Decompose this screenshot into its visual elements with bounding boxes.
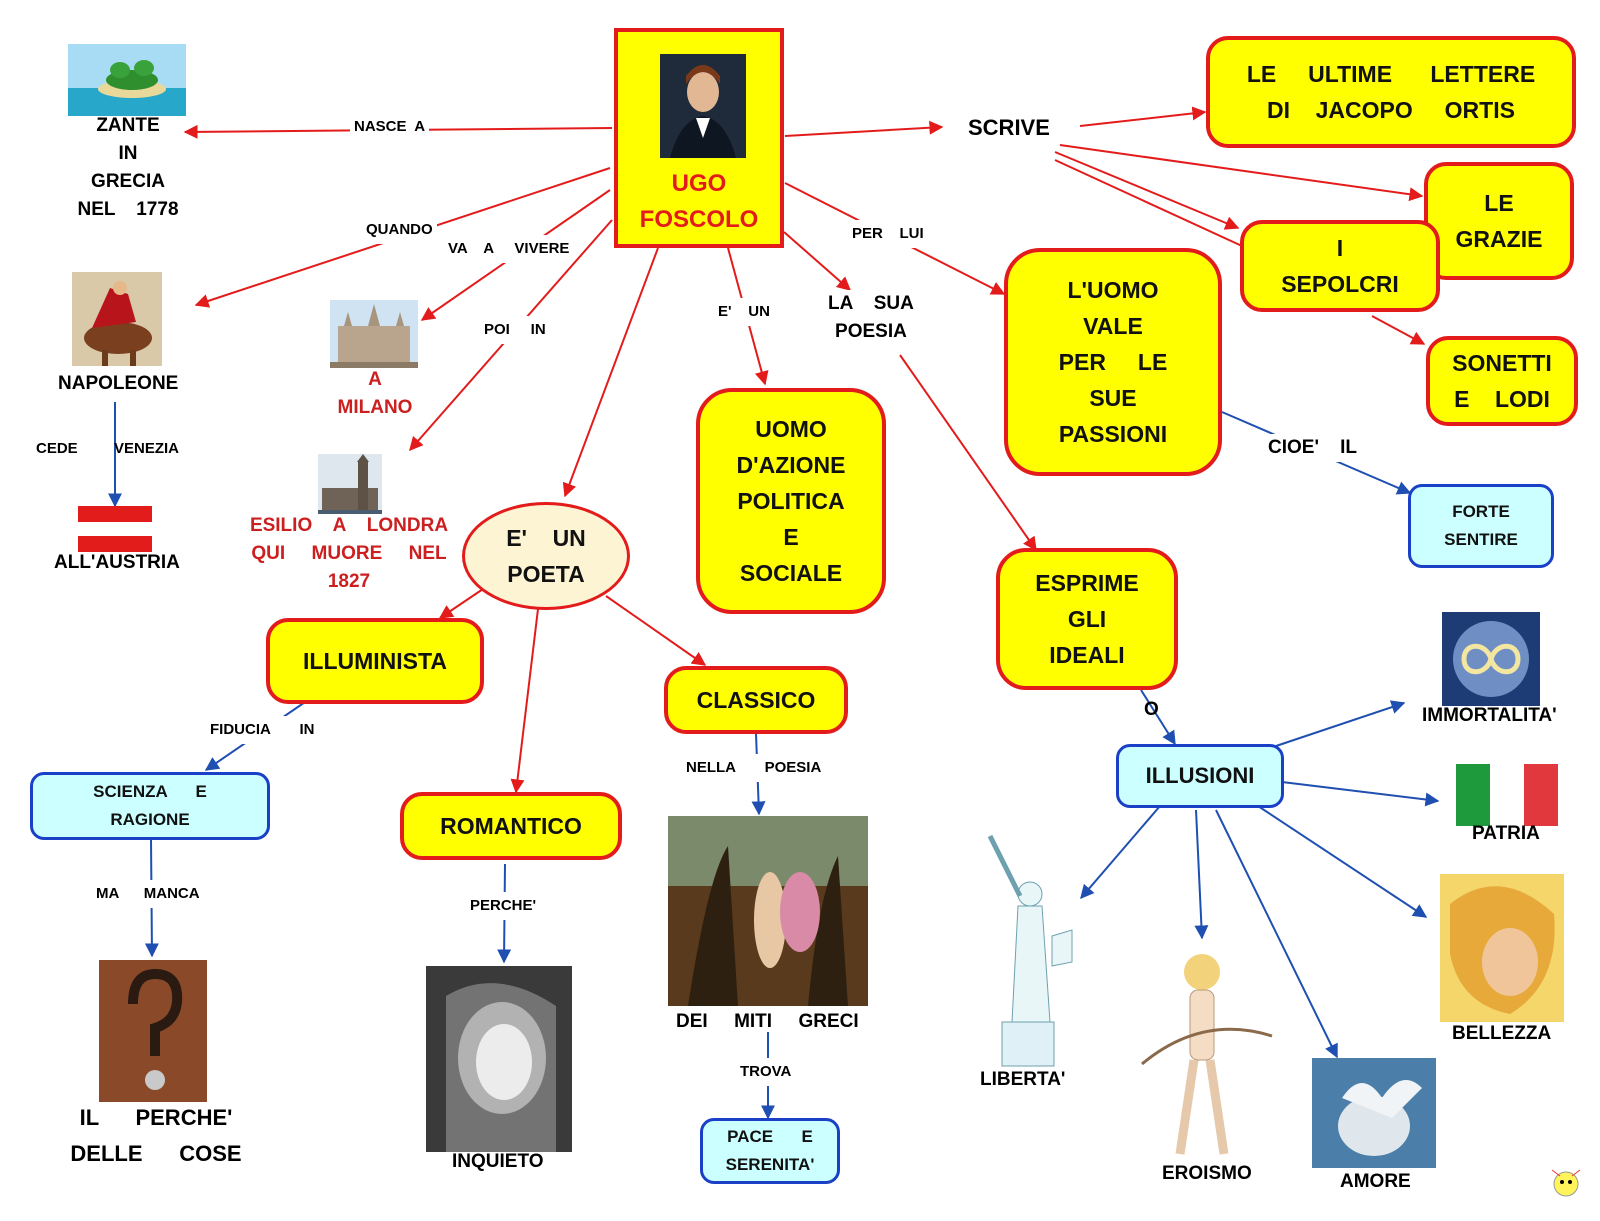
label-quando: QUANDO xyxy=(362,216,437,244)
label-all-austria: ALL'AUSTRIA xyxy=(54,552,180,573)
node-ultime-lettere[interactable]: LE ULTIME LETTERE DI JACOPO ORTIS xyxy=(1206,36,1576,148)
london-parliament-icon xyxy=(318,454,382,514)
label-il-perche: IL PERCHE' DELLE COSE xyxy=(70,1105,242,1166)
link-ultime xyxy=(1079,106,1207,127)
label-bellezza: BELLEZZA xyxy=(1452,1023,1552,1044)
link-immortalita xyxy=(1275,700,1406,747)
cupid-psyche-sculpture-icon xyxy=(1312,1058,1436,1168)
node-uomo-vale[interactable]: L'UOMO VALE PER LE SUE PASSIONI xyxy=(1004,248,1222,476)
link-scrive xyxy=(784,120,944,137)
link-sepolcri-long xyxy=(1054,159,1243,247)
label-va-a-vivere: VA A VIVERE xyxy=(444,235,574,263)
link-sepolcri xyxy=(1054,151,1240,230)
link-o xyxy=(1140,689,1176,746)
node-romantico[interactable]: ROMANTICO xyxy=(400,792,622,860)
label-ma-manca: MA MANCA xyxy=(92,880,204,908)
label-nella-poesia: NELLA POESIA xyxy=(682,754,826,782)
link-romantico xyxy=(510,608,539,794)
node-uomo-azione[interactable]: UOMO D'AZIONE POLITICA E SOCIALE xyxy=(696,388,886,614)
infinity-icon xyxy=(1442,612,1540,706)
node-pace-serenita[interactable]: PACE E SERENITA' xyxy=(700,1118,840,1184)
link-grazie xyxy=(1059,144,1424,202)
label-nasce-a: NASCE A xyxy=(350,113,430,141)
center-line-2: FOSCOLO xyxy=(639,206,759,233)
hero-archer-icon xyxy=(1141,954,1273,1155)
napoleon-painting-icon xyxy=(72,272,162,366)
label-cioe-il: CIOE' IL xyxy=(1264,434,1361,462)
node-illuminista[interactable]: ILLUMINISTA xyxy=(266,618,484,704)
label-venezia: VENEZIA xyxy=(114,440,180,457)
italy-flag-icon xyxy=(1456,764,1558,826)
label-e-un-uomo: E' UN xyxy=(714,298,774,326)
greek-myth-painting-icon xyxy=(668,816,868,1006)
sculpture-face-icon xyxy=(426,966,572,1152)
label-perche: PERCHE' xyxy=(466,892,541,920)
link-sonetti xyxy=(1371,315,1426,345)
label-per-lui: PER LUI xyxy=(848,220,928,248)
link-eroismo xyxy=(1194,809,1209,940)
label-cede: CEDE xyxy=(36,440,78,457)
label-patria: PATRIA xyxy=(1472,823,1540,844)
question-mark-chain-icon xyxy=(99,960,207,1102)
island-icon xyxy=(68,44,186,116)
label-amore: AMORE xyxy=(1340,1171,1411,1192)
label-poi-in: POI IN xyxy=(480,316,550,344)
beauty-face-icon xyxy=(1440,874,1564,1022)
node-scienza-ragione[interactable]: SCIENZA E RAGIONE xyxy=(30,772,270,840)
link-illuminista xyxy=(438,586,487,619)
node-classico[interactable]: CLASSICO xyxy=(664,666,848,734)
label-scrive: SCRIVE xyxy=(968,115,1050,140)
label-inquieto: INQUIETO xyxy=(452,1151,544,1172)
link-esprime xyxy=(899,354,1037,552)
label-zante: ZANTE IN GRECIA NEL 1778 xyxy=(77,115,179,220)
label-a-milano: A MILANO xyxy=(337,369,413,418)
label-napoleone: NAPOLEONE xyxy=(58,373,179,394)
label-immortalita: IMMORTALITA' xyxy=(1422,705,1557,726)
label-trova: TROVA xyxy=(736,1058,796,1086)
label-liberta: LIBERTA' xyxy=(980,1069,1066,1090)
label-eroismo: EROISMO xyxy=(1162,1163,1252,1184)
link-patria xyxy=(1281,781,1440,807)
node-sonetti-lodi[interactable]: SONETTI E LODI xyxy=(1426,336,1578,426)
label-esilio: ESILIO A LONDRA QUI MUORE NEL 1827 xyxy=(249,515,449,592)
milan-cathedral-icon xyxy=(330,300,418,368)
node-illusioni[interactable]: ILLUSIONI xyxy=(1116,744,1284,808)
link-sua-poesia xyxy=(783,231,852,291)
link-bellezza xyxy=(1257,805,1428,918)
link-poeta xyxy=(562,247,659,498)
label-la-sua-poesia: LA SUA POESIA xyxy=(824,290,918,346)
center-line-1: UGO xyxy=(671,170,727,197)
foscolo-portrait-icon xyxy=(660,54,746,158)
label-dei-miti-greci: DEI MITI GRECI xyxy=(676,1011,859,1032)
node-esprime-ideali[interactable]: ESPRIME GLI IDEALI xyxy=(996,548,1178,690)
node-sepolcri[interactable]: I SEPOLCRI xyxy=(1240,220,1440,312)
austria-flag-icon xyxy=(78,506,152,552)
link-classico xyxy=(605,595,707,666)
statue-of-liberty-icon xyxy=(987,834,1073,1067)
link-liberta xyxy=(1080,805,1161,900)
node-poeta[interactable]: E' UN POETA xyxy=(462,502,630,610)
node-forte-sentire[interactable]: FORTE SENTIRE xyxy=(1408,484,1554,568)
center-node-ugo-foscolo[interactable]: UGO FOSCOLO xyxy=(614,28,784,248)
label-o: O xyxy=(1144,699,1159,720)
node-le-grazie[interactable]: LE GRAZIE xyxy=(1424,162,1574,280)
mascot-icon xyxy=(1551,1169,1581,1197)
link-amore xyxy=(1215,809,1338,1059)
label-fiducia-in: FIDUCIA IN xyxy=(206,716,319,744)
